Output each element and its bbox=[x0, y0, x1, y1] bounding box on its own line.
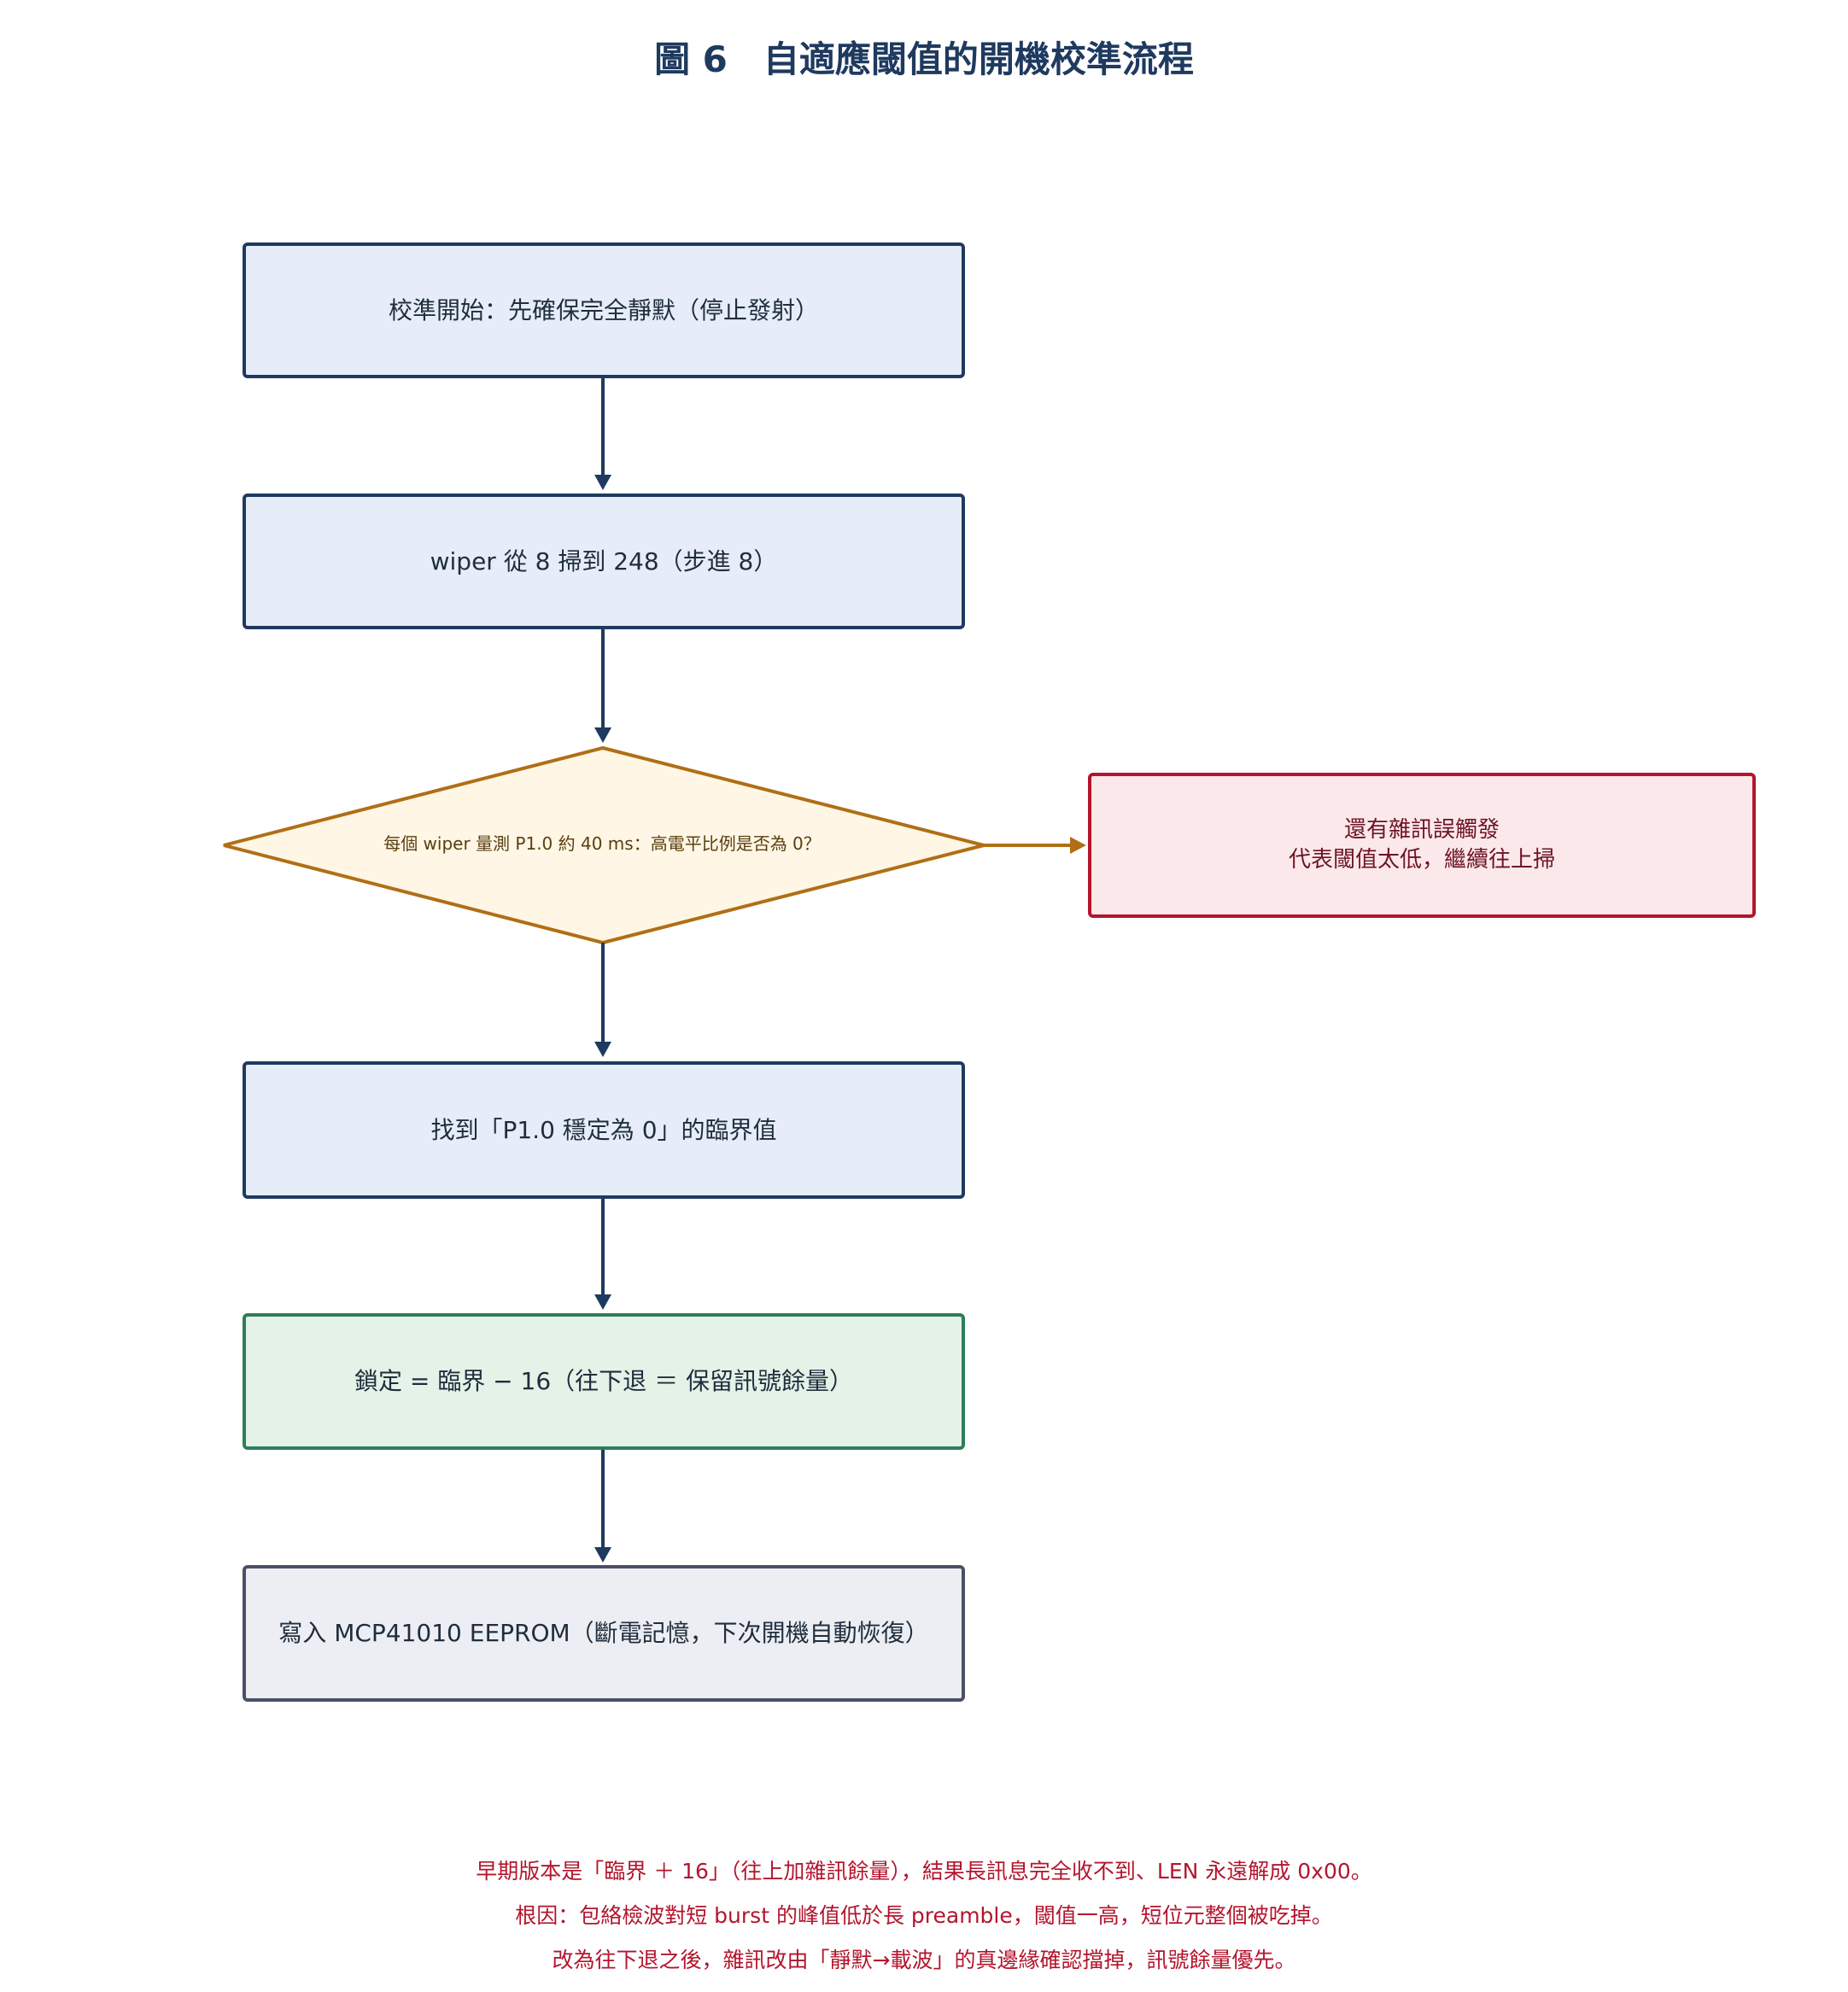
sweep-node-label: wiper 從 8 掃到 248（步進 8） bbox=[430, 546, 778, 575]
footnote-line: 早期版本是「臨界 ＋ 16」（往上加雜訊餘量），結果長訊息完全收不到、LEN 永… bbox=[476, 1859, 1372, 1884]
sweep-node: wiper 從 8 掃到 248（步進 8） bbox=[243, 494, 965, 629]
arrow-decision-to-find bbox=[594, 943, 611, 1057]
write-eeprom-node: 寫入 MCP41010 EEPROM（斷電記憶，下次開機自動恢復） bbox=[243, 1565, 965, 1702]
lock-node-label: 鎖定 = 臨界 − 16（往下退 ＝ 保留訊號餘量） bbox=[354, 1367, 853, 1396]
arrow-sweep-to-decision bbox=[594, 629, 611, 743]
write-eeprom-label: 寫入 MCP41010 EEPROM（斷電記憶，下次開機自動恢復） bbox=[278, 1619, 929, 1648]
footnote-line: 根因：包絡檢波對短 burst 的峰值低於長 preamble，閾值一高，短位元… bbox=[515, 1903, 1333, 1928]
arrow-start-to-sweep bbox=[594, 378, 611, 490]
noise-node-line2: 代表閾值太低，繼續往上掃 bbox=[1288, 847, 1555, 873]
footnote-line: 改為往下退之後，雜訊改由「靜默→載波」的真邊緣確認擋掉，訊號餘量優先。 bbox=[552, 1948, 1296, 1972]
footnotes: 早期版本是「臨界 ＋ 16」（往上加雜訊餘量），結果長訊息完全收不到、LEN 永… bbox=[0, 1849, 1848, 1983]
start-node: 校準開始：先確保完全靜默（停止發射） bbox=[243, 242, 965, 378]
lock-node: 鎖定 = 臨界 − 16（往下退 ＝ 保留訊號餘量） bbox=[243, 1313, 965, 1450]
arrow-decision-to-noise bbox=[984, 837, 1086, 854]
start-node-label: 校準開始：先確保完全靜默（停止發射） bbox=[388, 295, 819, 324]
diagram-title: 圖 6 自適應閾值的開機校準流程 bbox=[654, 38, 1194, 80]
noise-node-line1: 還有雜訊誤觸發 bbox=[1343, 816, 1500, 843]
arrow-lock-to-write bbox=[594, 1450, 611, 1563]
decision-label: 每個 wiper 量測 P1.0 約 40 ms：高電平比例是否為 0？ bbox=[383, 832, 821, 854]
find-threshold-node: 找到「P1.0 穩定為 0」的臨界值 bbox=[243, 1061, 965, 1199]
find-threshold-label: 找到「P1.0 穩定為 0」的臨界值 bbox=[430, 1115, 777, 1144]
noise-node: 還有雜訊誤觸發 代表閾值太低，繼續往上掃 bbox=[1088, 773, 1756, 918]
arrow-find-to-lock bbox=[594, 1199, 611, 1310]
